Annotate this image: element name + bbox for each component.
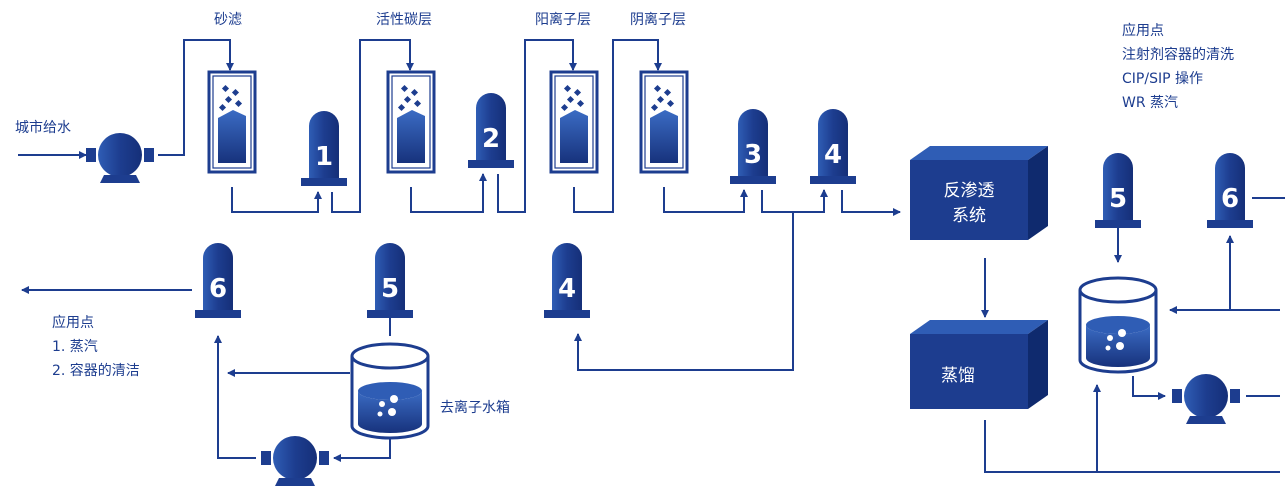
cation-filter-icon (549, 70, 599, 174)
inlet-pump-icon (86, 133, 154, 183)
filter-label-cation: 阳离子层 (535, 12, 591, 28)
right-tank-icon (1078, 276, 1158, 374)
unit-1-number: 1 (315, 142, 333, 172)
filter-label-anion: 阴离子层 (630, 12, 686, 28)
poc-left-item-2: 2. 容器的清洁 (52, 363, 140, 379)
poc-right-title: 应用点 (1122, 23, 1164, 39)
poc-left-item-1: 1. 蒸汽 (52, 339, 98, 355)
unit-3-number: 3 (744, 140, 762, 170)
right-pump-icon (1172, 374, 1240, 424)
poc-right-item-3: WR 蒸汽 (1122, 95, 1179, 111)
anion-filter-icon (639, 70, 689, 174)
ro-system-box: 反渗透 系统 (910, 146, 1048, 240)
unit-5-lower-number: 5 (381, 274, 399, 304)
poc-right-item-1: 注射剂容器的清洗 (1122, 47, 1234, 63)
filter-label-sand: 砂滤 (214, 12, 242, 28)
sand-filter-icon (207, 70, 257, 174)
ro-line1: 反渗透 (944, 181, 995, 201)
ro-line2: 系统 (952, 206, 986, 226)
unit-2-number: 2 (482, 124, 500, 154)
unit-4-lower-number: 4 (558, 274, 576, 304)
lower-pump-icon (261, 436, 329, 486)
inlet-label: 城市给水 (15, 120, 71, 136)
unit-5-right-number: 5 (1109, 184, 1127, 214)
carbon-filter-icon (386, 70, 436, 174)
poc-right-item-2: CIP/SIP 操作 (1122, 71, 1203, 87)
tank-label: 去离子水箱 (440, 400, 510, 416)
unit-6-lower-number: 6 (209, 274, 227, 304)
unit-4-top-number: 4 (824, 140, 842, 170)
unit-6-right-number: 6 (1221, 184, 1239, 214)
di-water-tank-icon (350, 342, 430, 440)
filter-label-carbon: 活性碳层 (376, 12, 432, 28)
distillation-label: 蒸馏 (941, 366, 975, 386)
poc-left-title: 应用点 (52, 315, 94, 331)
distillation-box: 蒸馏 (910, 320, 1048, 409)
flow-lines (18, 39, 1285, 473)
